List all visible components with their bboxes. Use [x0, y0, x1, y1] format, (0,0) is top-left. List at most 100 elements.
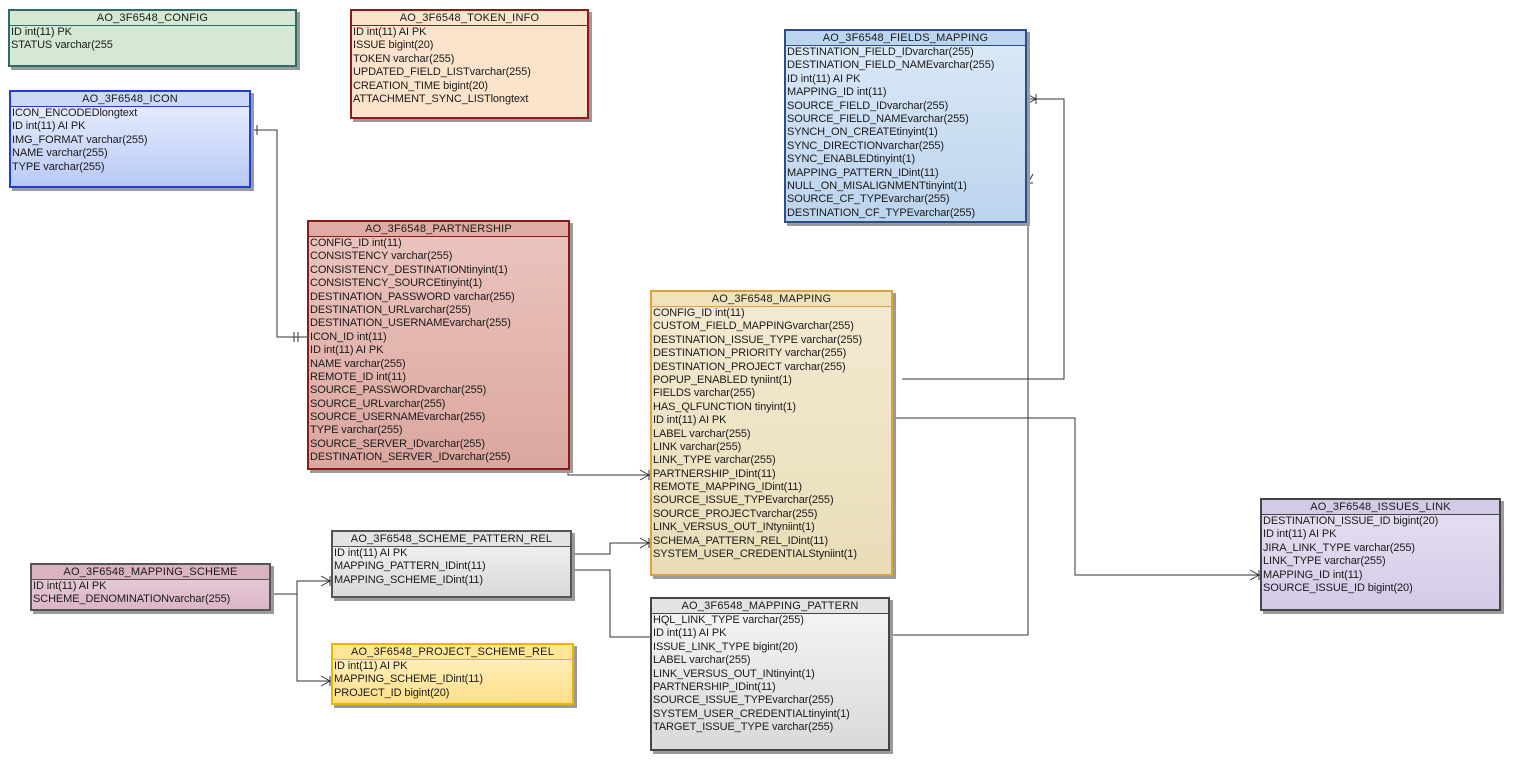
field-row[interactable]: LABEL varchar(255) [653, 428, 890, 441]
field-row[interactable]: SOURCE_USERNAMEvarchar(255) [310, 411, 567, 424]
field-row[interactable]: MAPPING_SCHEME_IDint(11) [334, 673, 571, 686]
field-row[interactable]: ID int(11) PK [11, 26, 294, 39]
field-row[interactable]: HAS_QLFUNCTION tinyint(1) [653, 401, 890, 414]
field-row[interactable]: LINK_VERSUS_OUT_INtyniint(1) [653, 521, 890, 534]
field-row[interactable]: SOURCE_URLvarchar(255) [310, 398, 567, 411]
field-row[interactable]: ID int(11) AI PK [353, 26, 586, 39]
field-row[interactable]: ICON_ID int(11) [310, 331, 567, 344]
field-row[interactable]: DESTINATION_ISSUE_TYPE varchar(255) [653, 334, 890, 347]
field-row[interactable]: ID int(11) AI PK [787, 73, 1024, 86]
field-row[interactable]: ID int(11) AI PK [12, 120, 248, 133]
field-row[interactable]: SYSTEM_USER_CREDENTIALtinyint(1) [653, 708, 887, 721]
field-row[interactable]: ID int(11) AI PK [33, 580, 268, 593]
field-row[interactable]: ID int(11) AI PK [653, 414, 890, 427]
field-row[interactable]: PARTNERSHIP_IDint(11) [653, 468, 890, 481]
field-row[interactable]: LABEL varchar(255) [653, 654, 887, 667]
field-name: CONFIG_ID [653, 307, 712, 319]
field-type: int(11) AI PK [797, 72, 861, 85]
field-row[interactable]: MAPPING_SCHEME_IDint(11) [334, 574, 569, 587]
field-row[interactable]: DESTINATION_FIELD_IDvarchar(255) [787, 46, 1024, 59]
field-row[interactable]: LINK_TYPE varchar(255) [1263, 555, 1498, 568]
field-row[interactable]: ID int(11) AI PK [334, 547, 569, 560]
field-row[interactable]: ISSUE_LINK_TYPE bigint(20) [653, 641, 887, 654]
field-row[interactable]: CREATION_TIME bigint(20) [353, 80, 586, 93]
field-row[interactable]: SCHEMA_PATTERN_REL_IDint(11) [653, 535, 890, 548]
field-row[interactable]: SOURCE_FIELD_NAMEvarchar(255) [787, 113, 1024, 126]
field-row[interactable]: SYNC_ENABLEDtinyint(1) [787, 153, 1024, 166]
field-row[interactable]: MAPPING_ID int(11) [787, 86, 1024, 99]
field-row[interactable]: NAME varchar(255) [12, 147, 248, 160]
field-row[interactable]: JIRA_LINK_TYPE varchar(255) [1263, 542, 1498, 555]
field-row[interactable]: TOKEN varchar(255) [353, 53, 586, 66]
field-row[interactable]: ID int(11) AI PK [1263, 528, 1498, 541]
field-row[interactable]: DESTINATION_PRIORITY varchar(255) [653, 347, 890, 360]
field-row[interactable]: MAPPING_ID int(11) [1263, 569, 1498, 582]
field-row[interactable]: PROJECT_ID bigint(20) [334, 687, 571, 700]
field-row[interactable]: CONSISTENCY_DESTINATIONtinyint(1) [310, 264, 567, 277]
field-row[interactable]: SYSTEM_USER_CREDENTIALStyniint(1) [653, 548, 890, 561]
field-row[interactable]: LINK varchar(255) [653, 441, 890, 454]
field-row[interactable]: ID int(11) AI PK [310, 344, 567, 357]
field-name: ICON_ID [310, 330, 354, 343]
field-row[interactable]: DESTINATION_PROJECT varchar(255) [653, 361, 890, 374]
field-row[interactable]: CONFIG_ID int(11) [310, 237, 567, 250]
field-row[interactable]: CONFIG_ID int(11) [653, 307, 890, 320]
field-row[interactable]: REMOTE_ID int(11) [310, 371, 567, 384]
field-row[interactable]: DESTINATION_CF_TYPEvarchar(255) [787, 207, 1024, 220]
field-row[interactable]: DESTINATION_PASSWORD varchar(255) [310, 291, 567, 304]
field-row[interactable]: TYPE varchar(255) [310, 424, 567, 437]
field-row[interactable]: FIELDS varchar(255) [653, 387, 890, 400]
field-row[interactable]: SOURCE_ISSUE_ID bigint(20) [1263, 582, 1498, 595]
field-row[interactable]: SOURCE_PROJECTvarchar(255) [653, 508, 890, 521]
field-row[interactable]: ID int(11) AI PK [334, 660, 571, 673]
field-row[interactable]: DESTINATION_SERVER_IDvarchar(255) [310, 451, 567, 464]
field-row[interactable]: CONSISTENCY varchar(255) [310, 250, 567, 263]
field-row[interactable]: HQL_LINK_TYPE varchar(255) [653, 614, 887, 627]
field-row[interactable]: SCHEME_DENOMINATIONvarchar(255) [33, 593, 268, 606]
field-row[interactable]: MAPPING_PATTERN_IDint(11) [787, 167, 1024, 180]
field-row[interactable]: DESTINATION_USERNAMEvarchar(255) [310, 317, 567, 330]
field-row[interactable]: SYNC_DIRECTIONvarchar(255) [787, 140, 1024, 153]
field-row[interactable]: ISSUE bigint(20) [353, 39, 586, 52]
field-row[interactable]: CUSTOM_FIELD_MAPPINGvarchar(255) [653, 320, 890, 333]
field-row[interactable]: STATUS varchar(255 [11, 39, 294, 52]
field-row[interactable]: IMG_FORMAT varchar(255) [12, 134, 248, 147]
field-row[interactable]: REMOTE_MAPPING_IDint(11) [653, 481, 890, 494]
field-row[interactable]: POPUP_ENABLED tyniint(1) [653, 374, 890, 387]
field-row[interactable]: SOURCE_ISSUE_TYPEvarchar(255) [653, 494, 890, 507]
field-row[interactable]: UPDATED_FIELD_LISTvarchar(255) [353, 66, 586, 79]
field-row[interactable]: DESTINATION_FIELD_NAMEvarchar(255) [787, 59, 1024, 72]
field-row[interactable]: LINK_TYPE varchar(255) [653, 454, 890, 467]
field-row[interactable]: SOURCE_ISSUE_TYPEvarchar(255) [653, 694, 887, 707]
field-row[interactable]: ATTACHMENT_SYNC_LISTlongtext [353, 93, 586, 106]
field-row[interactable]: NULL_ON_MISALIGNMENTtinyint(1) [787, 180, 1024, 193]
field-row[interactable]: CONSISTENCY_SOURCEtinyint(1) [310, 277, 567, 290]
field-row[interactable]: SOURCE_SERVER_IDvarchar(255) [310, 438, 567, 451]
field-row[interactable]: PARTNERSHIP_IDint(11) [653, 681, 887, 694]
field-row[interactable]: SOURCE_PASSWORDvarchar(255) [310, 384, 567, 397]
field-row[interactable]: ID int(11) AI PK [653, 627, 887, 640]
field-row[interactable]: DESTINATION_ISSUE_ID bigint(20) [1263, 515, 1498, 528]
field-row[interactable]: ICON_ENCODEDlongtext [12, 107, 248, 120]
field-row[interactable]: SOURCE_CF_TYPEvarchar(255) [787, 193, 1024, 206]
field-row[interactable]: DESTINATION_URLvarchar(255) [310, 304, 567, 317]
field-row[interactable]: SYNCH_ON_CREATEtinyint(1) [787, 126, 1024, 139]
field-row[interactable]: TARGET_ISSUE_TYPE varchar(255) [653, 721, 887, 734]
field-row[interactable]: LINK_VERSUS_OUT_INtinyint(1) [653, 668, 887, 681]
field-row[interactable]: SOURCE_FIELD_IDvarchar(255) [787, 100, 1024, 113]
field-row[interactable]: MAPPING_PATTERN_IDint(11) [334, 560, 569, 573]
field-type: int(11) [853, 86, 887, 99]
field-row[interactable]: NAME varchar(255) [310, 358, 567, 371]
field-row[interactable]: TYPE varchar(255) [12, 161, 248, 174]
